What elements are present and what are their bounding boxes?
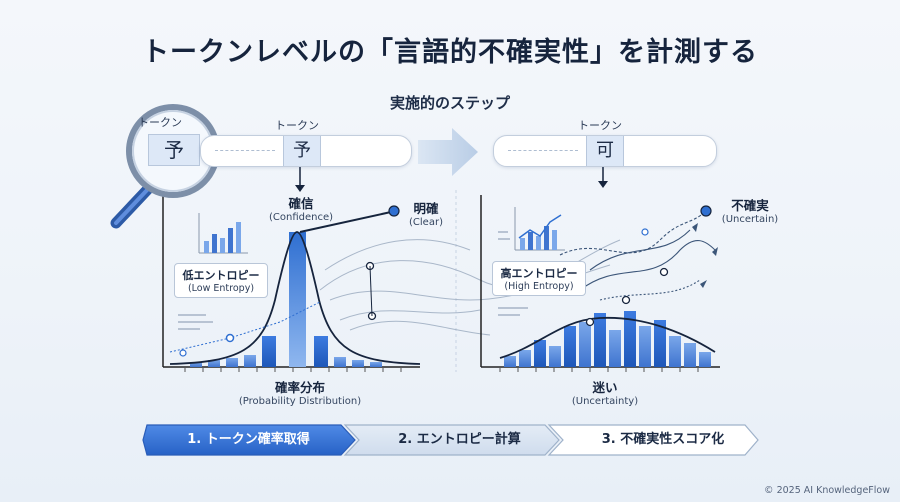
right-bar <box>654 320 666 367</box>
right-bar <box>684 343 696 367</box>
right-bar <box>504 356 516 367</box>
right-bar <box>564 326 576 367</box>
right-token-cell: 可 <box>586 136 624 166</box>
right-text-lines <box>498 231 528 316</box>
right-x-ticks <box>499 367 699 372</box>
left-node <box>225 333 235 343</box>
uncertain-en: (Uncertain) <box>721 214 779 225</box>
right-mini-chart <box>514 207 565 251</box>
left-text-lines <box>178 314 213 330</box>
left-bar <box>352 360 364 367</box>
prob-distribution-en: (Probability Distribution) <box>238 396 362 407</box>
uncertain-label: 不確実 (Uncertain) <box>710 195 790 225</box>
right-bars <box>504 311 711 367</box>
right-node <box>621 295 631 305</box>
confidence-label: 確信 (Confidence) <box>258 193 344 223</box>
magnifier-icon: トークン 予 <box>108 101 228 231</box>
step-1: 1. トークン確率取得 <box>187 432 310 447</box>
left-token-bar: 予 <box>200 135 412 167</box>
clear-label: 明確 (Clear) <box>398 198 454 228</box>
page-title: トークンレベルの「言語的不確実性」を計測する <box>142 37 758 68</box>
right-node <box>641 228 649 236</box>
uncertain-jp: 不確実 <box>731 198 769 213</box>
clear-jp: 明確 <box>413 201 439 216</box>
right-bar <box>594 313 606 367</box>
step-1-shape <box>142 424 356 456</box>
high-entropy-en: (High Entropy) <box>504 281 574 292</box>
wave-arrowhead <box>692 223 698 232</box>
left-bar <box>334 357 346 367</box>
step-2-shape <box>343 424 560 456</box>
uncertainty-jp: 迷い <box>592 380 618 395</box>
right-bar <box>534 340 546 367</box>
steps-bar <box>142 424 759 456</box>
right-bar <box>669 336 681 367</box>
left-bar <box>244 355 256 367</box>
right-token-label: トークン <box>578 119 622 132</box>
right-token-bar: 可 <box>493 135 717 167</box>
left-mini-chart <box>198 213 248 254</box>
high-entropy-jp: 高エントロピー <box>500 267 578 280</box>
confidence-en: (Confidence) <box>268 212 334 223</box>
left-trend-line <box>169 301 321 353</box>
magnifier-token-label: トークン <box>138 116 182 129</box>
left-token-label: トークン <box>275 119 319 132</box>
right-bar <box>609 330 621 367</box>
magnifier-token-char: 予 <box>148 134 200 166</box>
step-2: 2. エントロピー計算 <box>398 432 521 447</box>
low-entropy-jp: 低エントロピー <box>182 269 260 282</box>
left-bar <box>208 360 220 367</box>
left-node <box>179 349 187 357</box>
high-entropy-box: 高エントロピー (High Entropy) <box>492 261 586 296</box>
wave-arrowhead <box>712 247 718 256</box>
prob-distribution-jp: 確率分布 <box>274 380 325 395</box>
left-x-ticks <box>184 367 402 372</box>
step-3-shape <box>547 424 759 456</box>
token-dashes <box>508 150 578 151</box>
token-dashes <box>215 150 275 151</box>
copyright-footer: © 2025 AI KnowledgeFlow <box>764 485 890 496</box>
right-node <box>585 317 595 327</box>
low-entropy-box: 低エントロピー (Low Entropy) <box>174 263 268 298</box>
right-bar <box>579 322 591 367</box>
confidence-jp: 確信 <box>288 196 314 211</box>
right-bar <box>699 352 711 367</box>
right-distribution-curve <box>499 316 716 359</box>
uncertain-dot <box>700 205 712 217</box>
clear-en: (Clear) <box>409 217 443 228</box>
right-bar <box>519 350 531 367</box>
left-bar-peak <box>289 232 306 367</box>
left-bar <box>190 362 202 367</box>
left-bars <box>190 232 382 367</box>
left-bar <box>314 336 328 367</box>
left-token-cell: 予 <box>283 136 321 166</box>
right-bar <box>549 346 561 367</box>
clear-dot <box>388 205 400 217</box>
prob-distribution-label: 確率分布 (Probability Distribution) <box>210 377 390 407</box>
right-bar <box>624 311 636 367</box>
right-node <box>659 267 669 277</box>
left-bar <box>370 362 382 367</box>
left-bar <box>226 358 238 367</box>
page-subtitle: 実施的のステップ <box>389 94 510 112</box>
left-distribution-curve <box>169 231 421 365</box>
uncertainty-label: 迷い (Uncertainty) <box>555 377 655 407</box>
clear-pointer <box>299 211 392 233</box>
uncertainty-en: (Uncertainty) <box>571 396 639 407</box>
right-bar <box>639 326 651 367</box>
step-3: 3. 不確実性スコア化 <box>601 432 725 447</box>
wave-arrowhead <box>700 280 707 288</box>
right-wave-lines <box>559 211 716 301</box>
left-bar <box>262 336 276 367</box>
transition-arrow <box>418 128 478 176</box>
low-entropy-en: (Low Entropy) <box>187 283 255 294</box>
